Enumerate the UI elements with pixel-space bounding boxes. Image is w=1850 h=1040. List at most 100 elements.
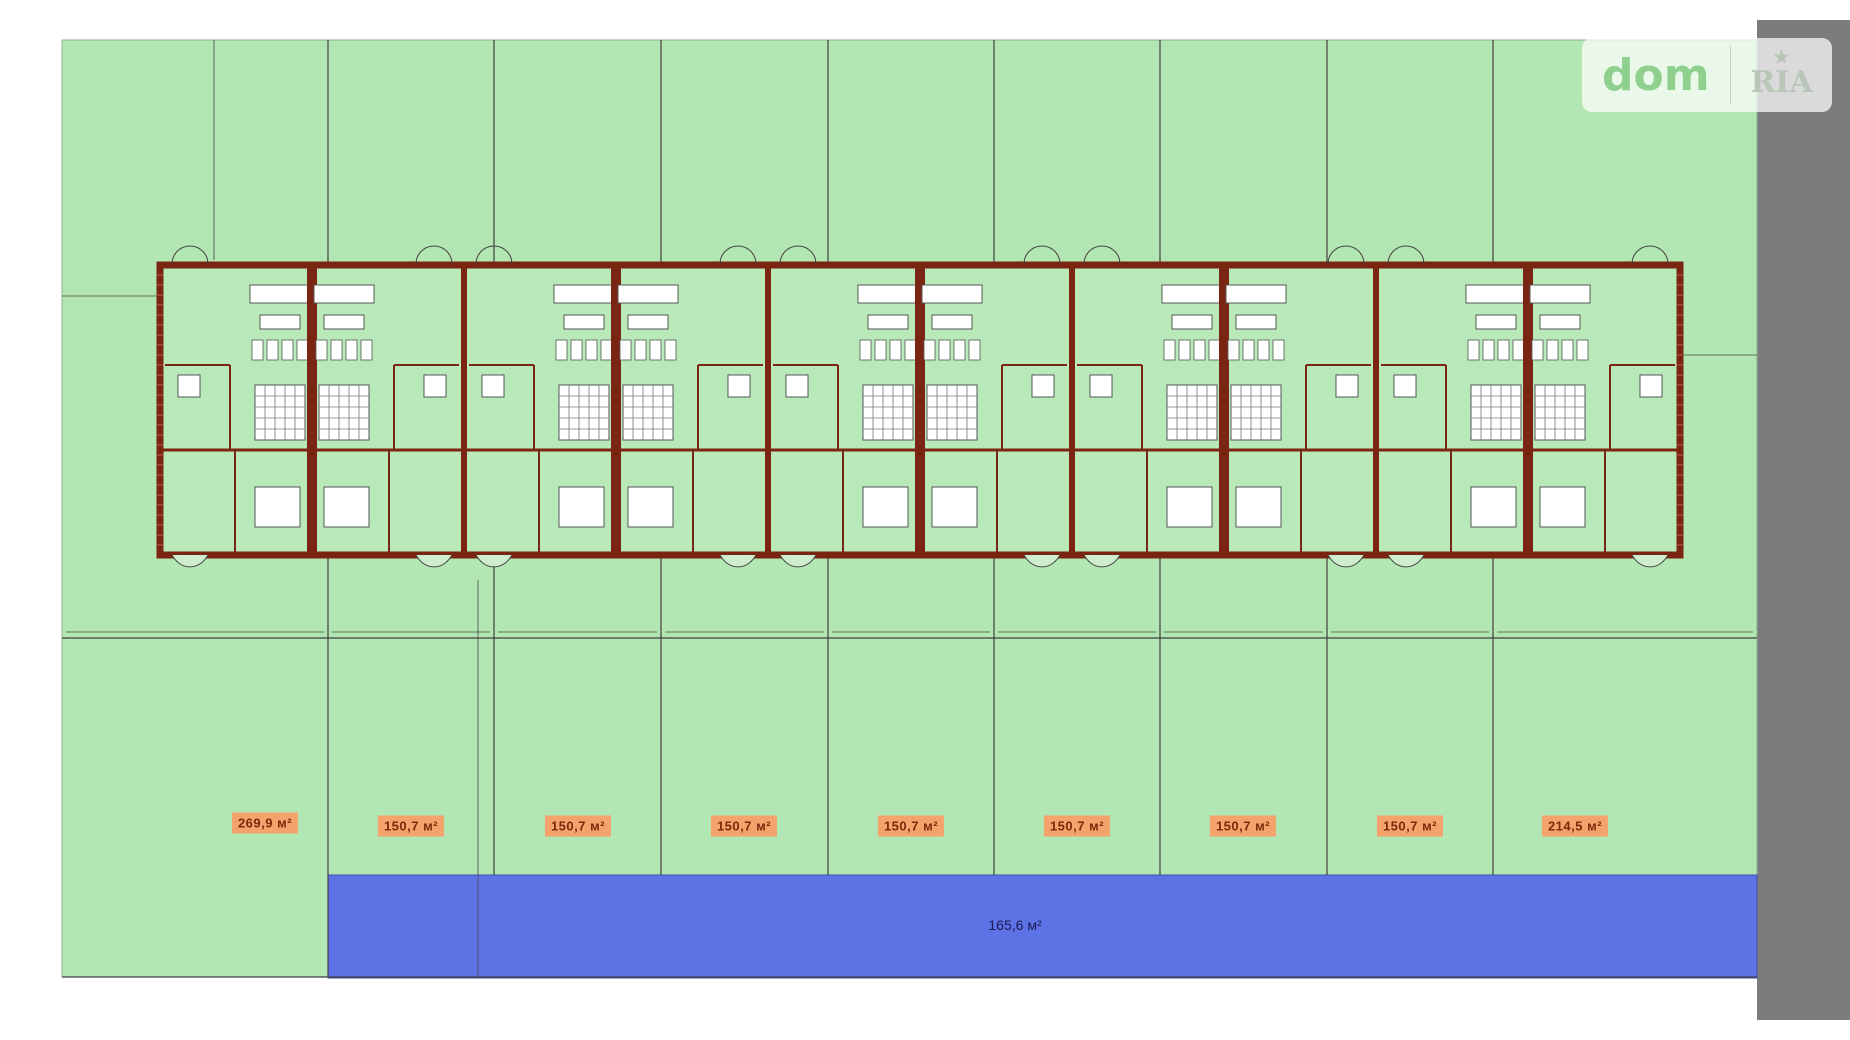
door-swing (1387, 245, 1425, 265)
entrance-porch (171, 554, 209, 568)
door-swing (719, 245, 757, 265)
chair (1242, 339, 1255, 361)
chair (1178, 339, 1191, 361)
chair (953, 339, 966, 361)
table (1235, 314, 1277, 330)
door-swing (415, 245, 453, 265)
chair (1467, 339, 1480, 361)
chair (330, 339, 343, 361)
entrance-porch (719, 554, 757, 568)
chair (296, 339, 309, 361)
chair (1561, 339, 1574, 361)
chair (968, 339, 981, 361)
bed (627, 486, 674, 528)
door-swing (779, 245, 817, 265)
sofa (1161, 284, 1223, 304)
entrance-porch (1023, 554, 1061, 568)
staircase (1534, 384, 1586, 441)
table (259, 314, 301, 330)
bed (1166, 486, 1213, 528)
door-swing (475, 245, 513, 265)
bath-fixture (423, 374, 447, 398)
chair (1208, 339, 1221, 361)
chair (1531, 339, 1544, 361)
sofa (1529, 284, 1591, 304)
watermark-divider (1730, 46, 1731, 104)
table (323, 314, 365, 330)
chair (649, 339, 662, 361)
table (1475, 314, 1517, 330)
chair (889, 339, 902, 361)
bed (254, 486, 301, 528)
bath-fixture (785, 374, 809, 398)
bath-fixture (727, 374, 751, 398)
chair (1512, 339, 1525, 361)
table (867, 314, 909, 330)
chair (251, 339, 264, 361)
chair (904, 339, 917, 361)
staircase (622, 384, 674, 441)
bed (931, 486, 978, 528)
chair (859, 339, 872, 361)
staircase (558, 384, 610, 441)
entrance-porch (475, 554, 513, 568)
bath-fixture (1335, 374, 1359, 398)
bath-fixture (1031, 374, 1055, 398)
bed (862, 486, 909, 528)
table (1171, 314, 1213, 330)
chair (619, 339, 632, 361)
chair (1482, 339, 1495, 361)
staircase (926, 384, 978, 441)
star-icon: ★ (1773, 46, 1790, 68)
chair (874, 339, 887, 361)
table (563, 314, 605, 330)
bath-fixture (177, 374, 201, 398)
adjacent-strip (1757, 20, 1850, 1020)
door-swing (1023, 245, 1061, 265)
chair (938, 339, 951, 361)
sofa (249, 284, 311, 304)
bed (558, 486, 605, 528)
plot-area-label: 214,5 м² (1541, 815, 1609, 837)
chair (555, 339, 568, 361)
sofa (313, 284, 375, 304)
plot-area-label: 150,7 м² (1376, 815, 1444, 837)
table (627, 314, 669, 330)
staircase (862, 384, 914, 441)
plot-area-label: 150,7 м² (377, 815, 445, 837)
table (931, 314, 973, 330)
staircase (254, 384, 306, 441)
chair (266, 339, 279, 361)
staircase (1470, 384, 1522, 441)
chair (1257, 339, 1270, 361)
chair (1227, 339, 1240, 361)
chair (1272, 339, 1285, 361)
door-swing (1083, 245, 1121, 265)
staircase (318, 384, 370, 441)
plot-area-label: 269,9 м² (231, 812, 299, 834)
door-swing (1631, 245, 1669, 265)
entrance-porch (1387, 554, 1425, 568)
chair (345, 339, 358, 361)
bed (1470, 486, 1517, 528)
plot-area-label: 150,7 м² (877, 815, 945, 837)
entrance-porch (415, 554, 453, 568)
chair (1576, 339, 1589, 361)
door-swing (1327, 245, 1365, 265)
sofa (553, 284, 615, 304)
sofa (921, 284, 983, 304)
sofa (1225, 284, 1287, 304)
road-area-label: 165,6 м² (988, 917, 1042, 933)
chair (1497, 339, 1510, 361)
bath-fixture (1639, 374, 1663, 398)
watermark-dom: dom (1602, 49, 1710, 101)
chair (281, 339, 294, 361)
staircase (1230, 384, 1282, 441)
sofa (857, 284, 919, 304)
bed (323, 486, 370, 528)
entrance-porch (1327, 554, 1365, 568)
plot-area-label: 150,7 м² (1209, 815, 1277, 837)
chair (1546, 339, 1559, 361)
door-swing (171, 245, 209, 265)
chair (315, 339, 328, 361)
